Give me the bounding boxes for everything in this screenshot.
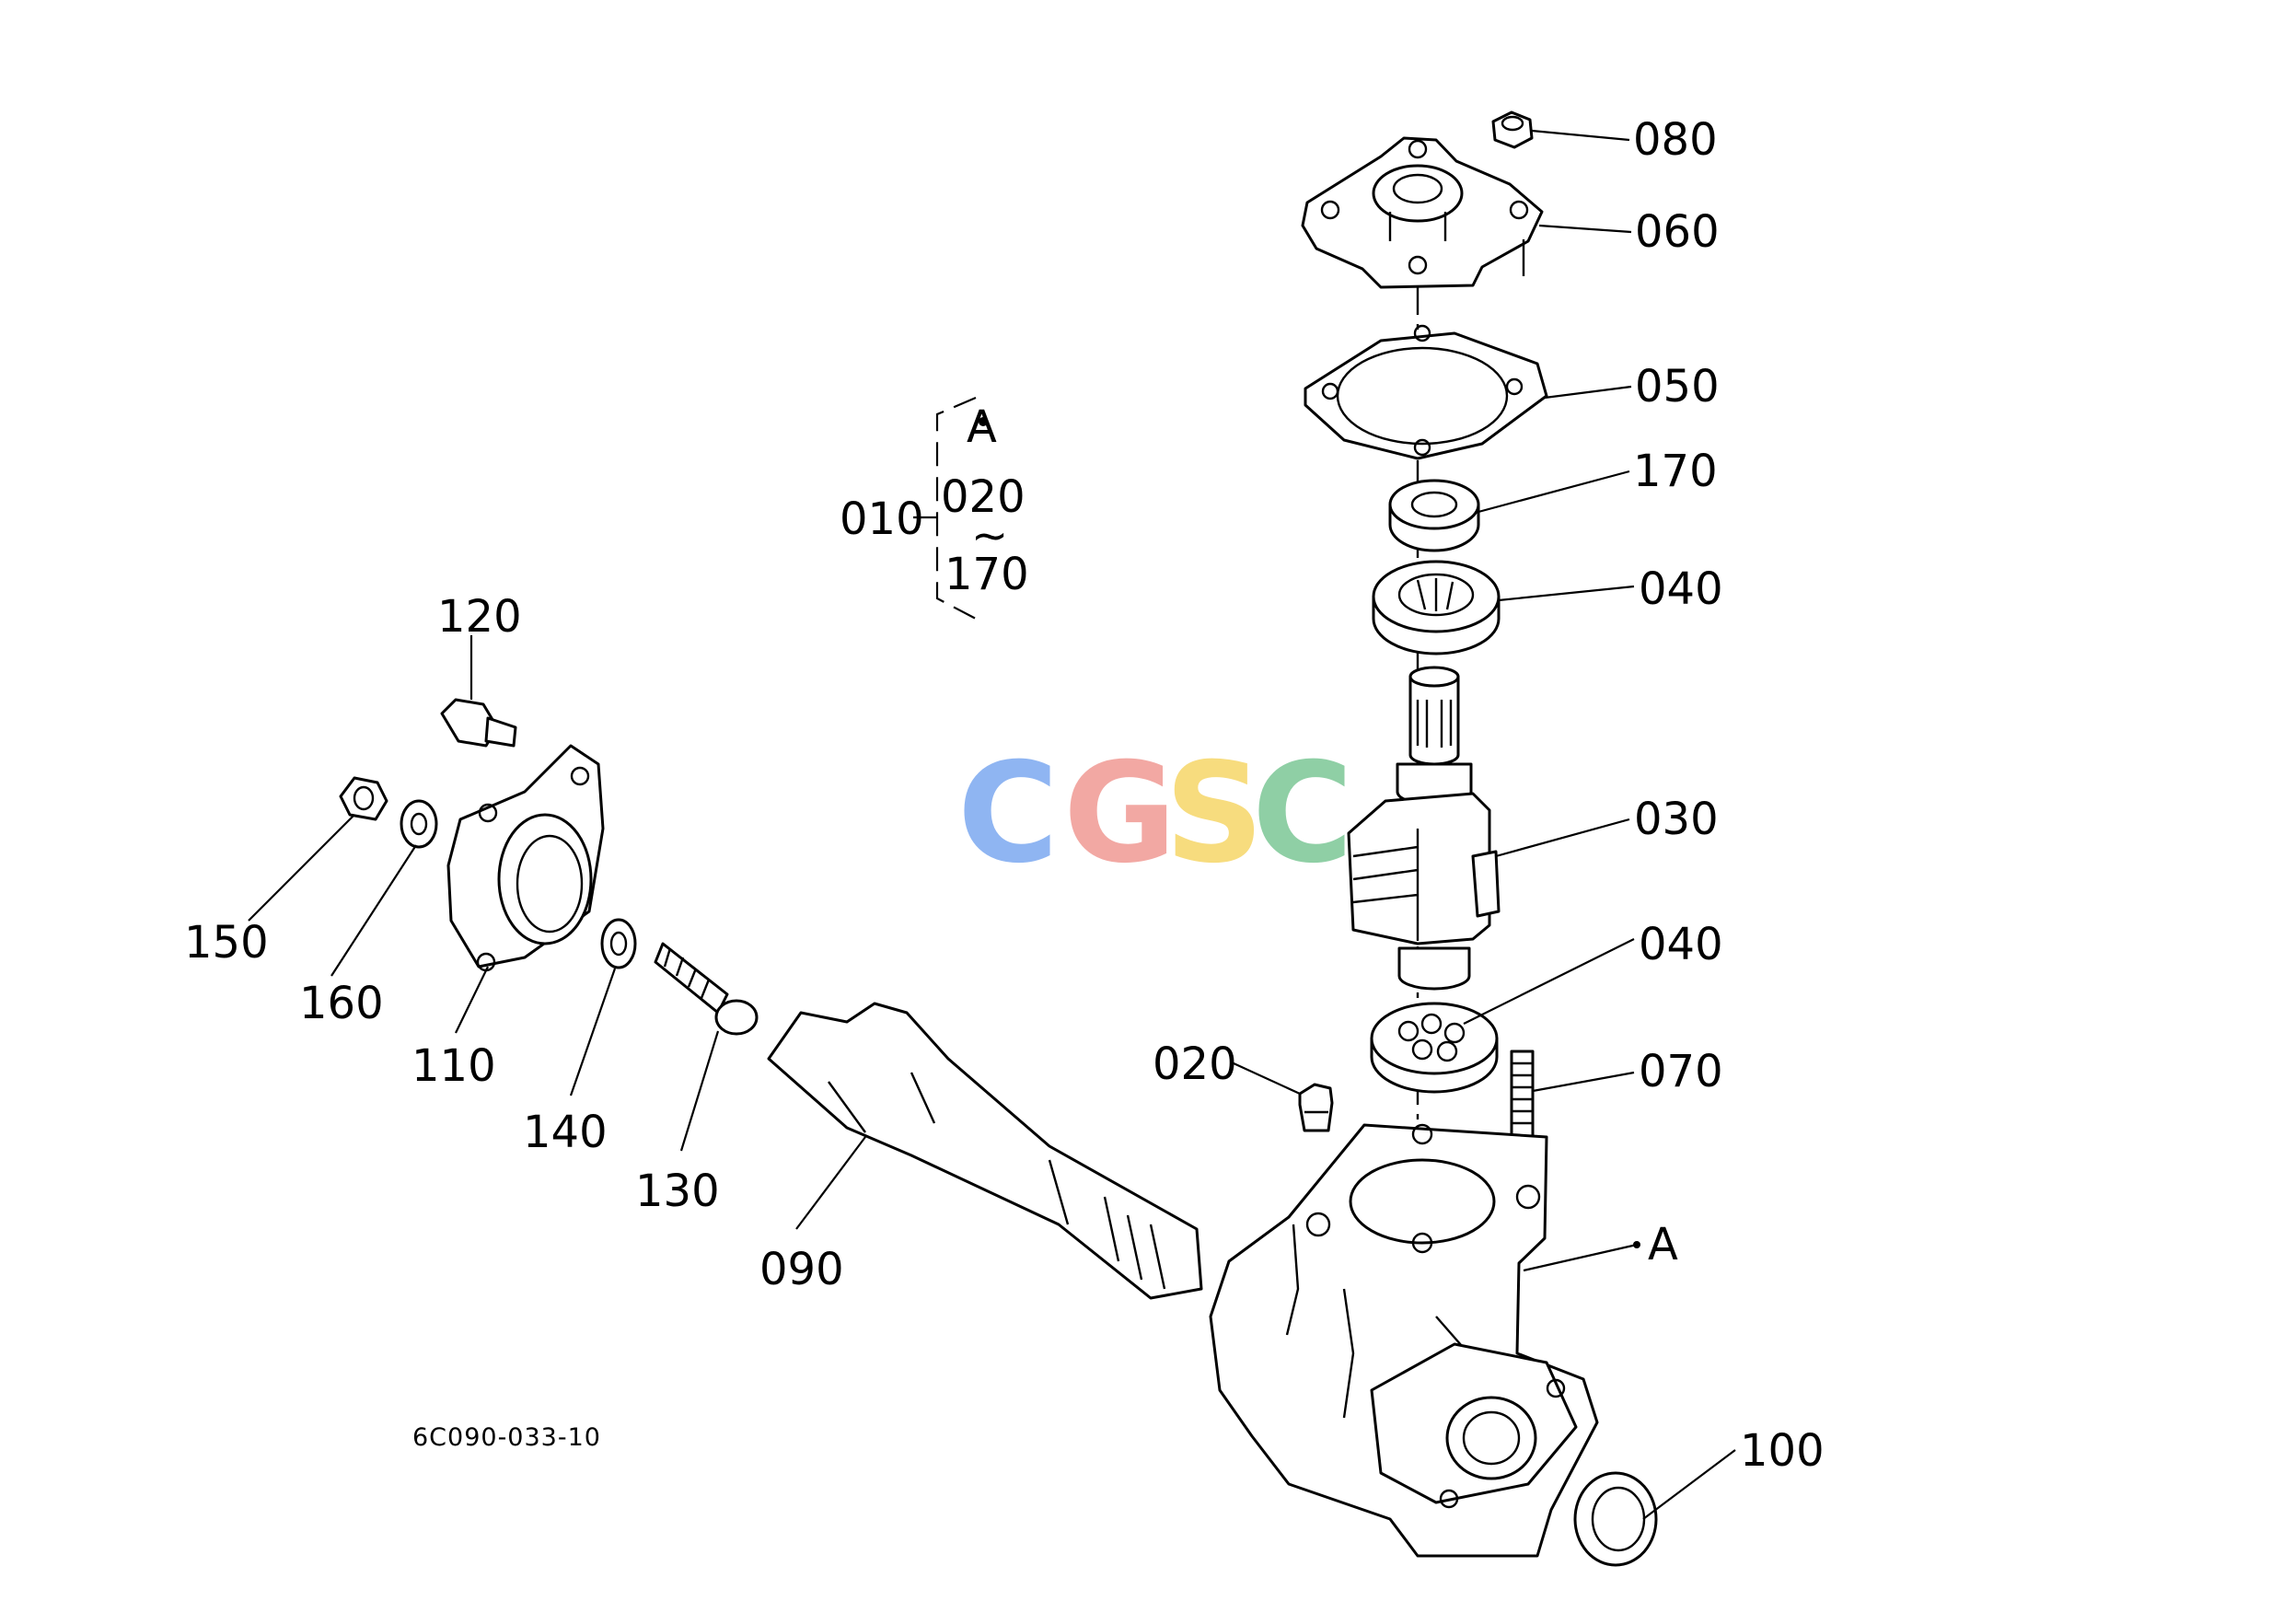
bolt-130 [654, 942, 759, 1036]
assembly-tilde: ~ [971, 510, 1008, 562]
drawing-code: 6C090-033-10 [412, 1423, 601, 1452]
cover-060 [1301, 136, 1544, 289]
bolt-120 [440, 698, 517, 748]
nut-150 [339, 776, 388, 821]
callout-a-ref: A [1648, 1219, 1678, 1270]
callout-040-upper: 040 [1639, 563, 1723, 615]
ref-point-dot [979, 417, 988, 426]
nut-080 [1491, 110, 1534, 149]
bearing-040-upper [1372, 560, 1501, 655]
watermark-letter: C [957, 734, 1059, 894]
gasket-050 [1304, 324, 1548, 460]
callout-120: 120 [437, 591, 522, 643]
watermark-letter: S [1165, 734, 1264, 894]
assembly-part: 010 [840, 493, 924, 545]
seal-170 [1388, 479, 1480, 552]
watermark-letter: C [1252, 734, 1353, 894]
callout-130: 130 [635, 1166, 720, 1217]
ref-point-dot [1633, 1241, 1640, 1248]
callout-160: 160 [299, 978, 384, 1029]
watermark: C G S C [957, 734, 1353, 894]
cover-110 [446, 744, 605, 972]
callout-060: 060 [1635, 206, 1720, 258]
plug-020 [1298, 1083, 1334, 1132]
callout-020: 020 [1153, 1038, 1237, 1090]
callout-070: 070 [1639, 1046, 1723, 1097]
bearing-040-lower [1370, 1002, 1499, 1094]
seal-100 [1573, 1471, 1658, 1567]
callout-080: 080 [1633, 114, 1718, 166]
callout-110: 110 [411, 1040, 496, 1092]
callout-labels: 080 060 050 170 040 030 040 070 020 A 10… [184, 114, 1825, 1477]
washer-140 [600, 918, 637, 969]
callout-040-lower: 040 [1639, 919, 1723, 970]
watermark-letter: G [1063, 734, 1176, 894]
callout-170: 170 [1633, 446, 1718, 497]
assembly-from: 020 [941, 471, 1026, 523]
assembly-ref: A [967, 401, 997, 453]
assembly-bracket: 010 A 020 ~ 170 [840, 396, 1029, 620]
sector-shaft-030 [1347, 666, 1501, 991]
callout-100: 100 [1740, 1425, 1825, 1477]
gearbox-housing [1209, 1123, 1599, 1558]
callout-050: 050 [1635, 361, 1720, 412]
callout-140: 140 [523, 1107, 608, 1158]
callout-030: 030 [1634, 794, 1719, 845]
leader-lines [248, 129, 1736, 1520]
stud-070 [1510, 1050, 1535, 1140]
worm-shaft-090 [767, 1002, 1203, 1300]
callout-150: 150 [184, 917, 269, 969]
callout-090: 090 [759, 1244, 844, 1295]
assembly-to: 170 [944, 549, 1029, 600]
washer-160 [400, 799, 438, 849]
